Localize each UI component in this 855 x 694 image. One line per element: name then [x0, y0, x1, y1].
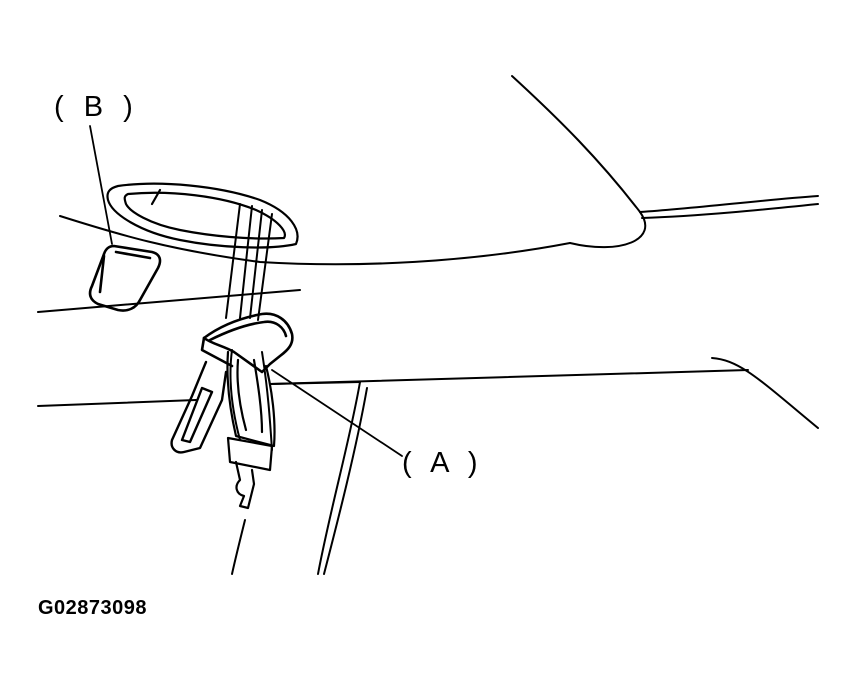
belt-tongue: [170, 360, 228, 454]
leader-b: [89, 125, 113, 245]
body-panel-outline: [37, 75, 819, 575]
belt-webbing: [225, 203, 273, 451]
callout-b: ( B ): [54, 91, 139, 123]
belt-loop-buckle: [226, 350, 276, 510]
cover-b: [88, 244, 162, 312]
guide-bracket-a: [200, 312, 294, 374]
figure-id: G02873098: [38, 597, 148, 619]
belt-guide-slot: [106, 182, 299, 249]
leader-a: [271, 369, 403, 457]
callout-a: ( A ): [402, 447, 484, 479]
